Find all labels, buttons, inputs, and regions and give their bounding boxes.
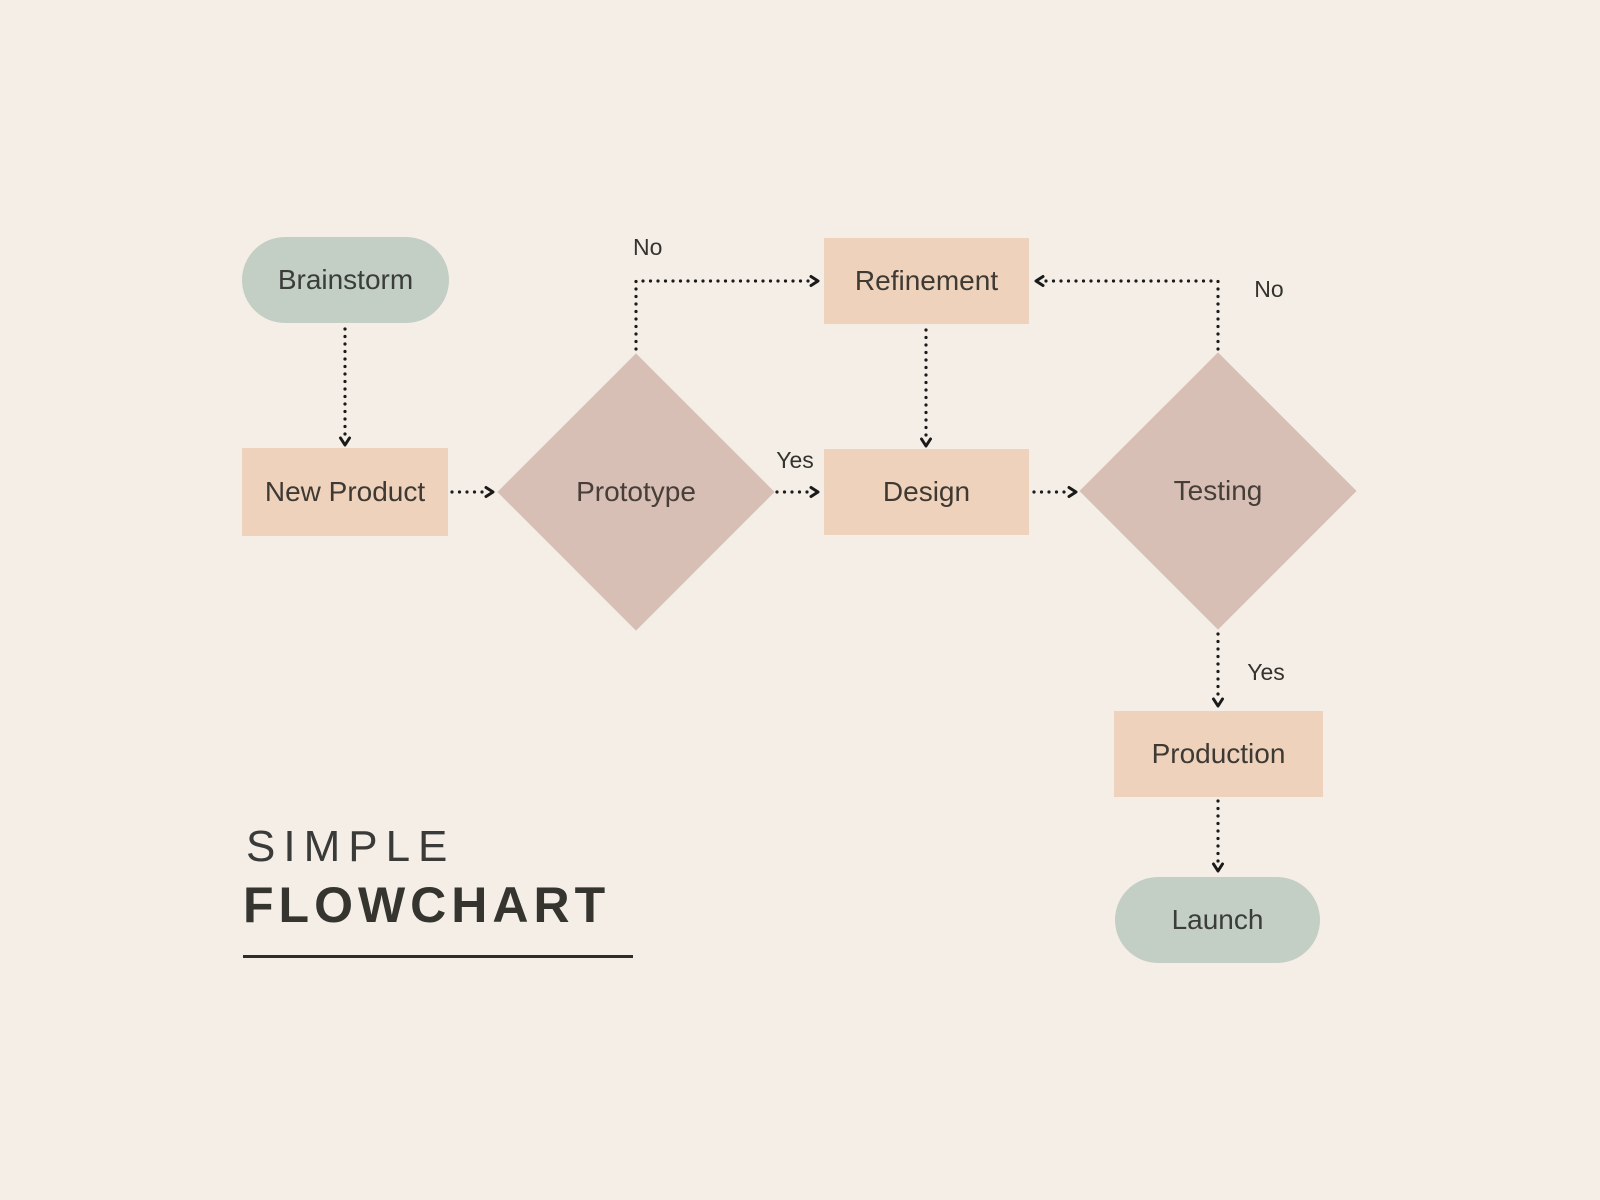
node-prototype-label: Prototype — [576, 476, 696, 507]
edge-label-testing-yes: Yes — [1247, 659, 1285, 685]
node-testing-label-box: Testing — [1120, 393, 1316, 589]
title-line-2: FLOWCHART — [243, 877, 611, 933]
node-design-label: Design — [882, 476, 971, 507]
node-brainstorm: Brainstorm — [242, 237, 449, 323]
node-refinement-label: Refinement — [854, 265, 999, 296]
node-brainstorm-label: Brainstorm — [277, 264, 414, 295]
node-production: Production — [1114, 711, 1323, 797]
edge-label-prototype-yes: Yes — [776, 447, 814, 473]
title-underline — [243, 955, 633, 958]
node-launch-label: Launch — [1171, 904, 1264, 935]
edge-label-prototype-no: No — [633, 234, 663, 260]
node-testing-label: Testing — [1173, 475, 1263, 506]
connector-testing-to-refinement — [1034, 275, 1220, 351]
node-design: Design — [824, 449, 1029, 535]
node-prototype-label-box: Prototype — [538, 394, 734, 590]
edge-label-testing-no: No — [1254, 276, 1284, 302]
node-refinement: Refinement — [824, 238, 1029, 324]
node-new-product: New Product — [242, 448, 448, 536]
node-production-label: Production — [1151, 738, 1286, 769]
title-line-1: SIMPLE — [246, 822, 456, 871]
node-new-product-label: New Product — [264, 476, 426, 507]
connector-prototype-to-refinement — [634, 275, 820, 351]
node-launch: Launch — [1115, 877, 1320, 963]
